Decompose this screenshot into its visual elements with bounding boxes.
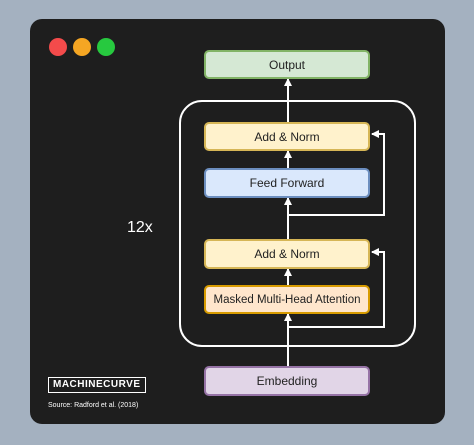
residual-connection-lower <box>288 248 385 328</box>
embedding-block: Embedding <box>204 366 370 396</box>
source-citation: Source: Radford et al. (2018) <box>48 402 139 409</box>
diagram-window: Output Add & Norm Feed Forward Add & Nor… <box>30 19 445 424</box>
repeat-count-label: 12x <box>127 219 153 236</box>
window-close-button[interactable] <box>49 38 67 56</box>
window-minimize-button[interactable] <box>73 38 91 56</box>
residual-connection-upper <box>288 130 385 216</box>
output-block: Output <box>204 50 370 79</box>
add-norm-top-block: Add & Norm <box>204 122 370 151</box>
add-norm-bottom-block: Add & Norm <box>204 239 370 269</box>
window-maximize-button[interactable] <box>97 38 115 56</box>
masked-attention-block: Masked Multi-Head Attention <box>204 285 370 314</box>
feed-forward-block: Feed Forward <box>204 168 370 198</box>
brand-logo: MACHINECURVE <box>48 377 146 393</box>
repeat-container <box>179 100 416 347</box>
diagram-connectors <box>179 78 416 366</box>
